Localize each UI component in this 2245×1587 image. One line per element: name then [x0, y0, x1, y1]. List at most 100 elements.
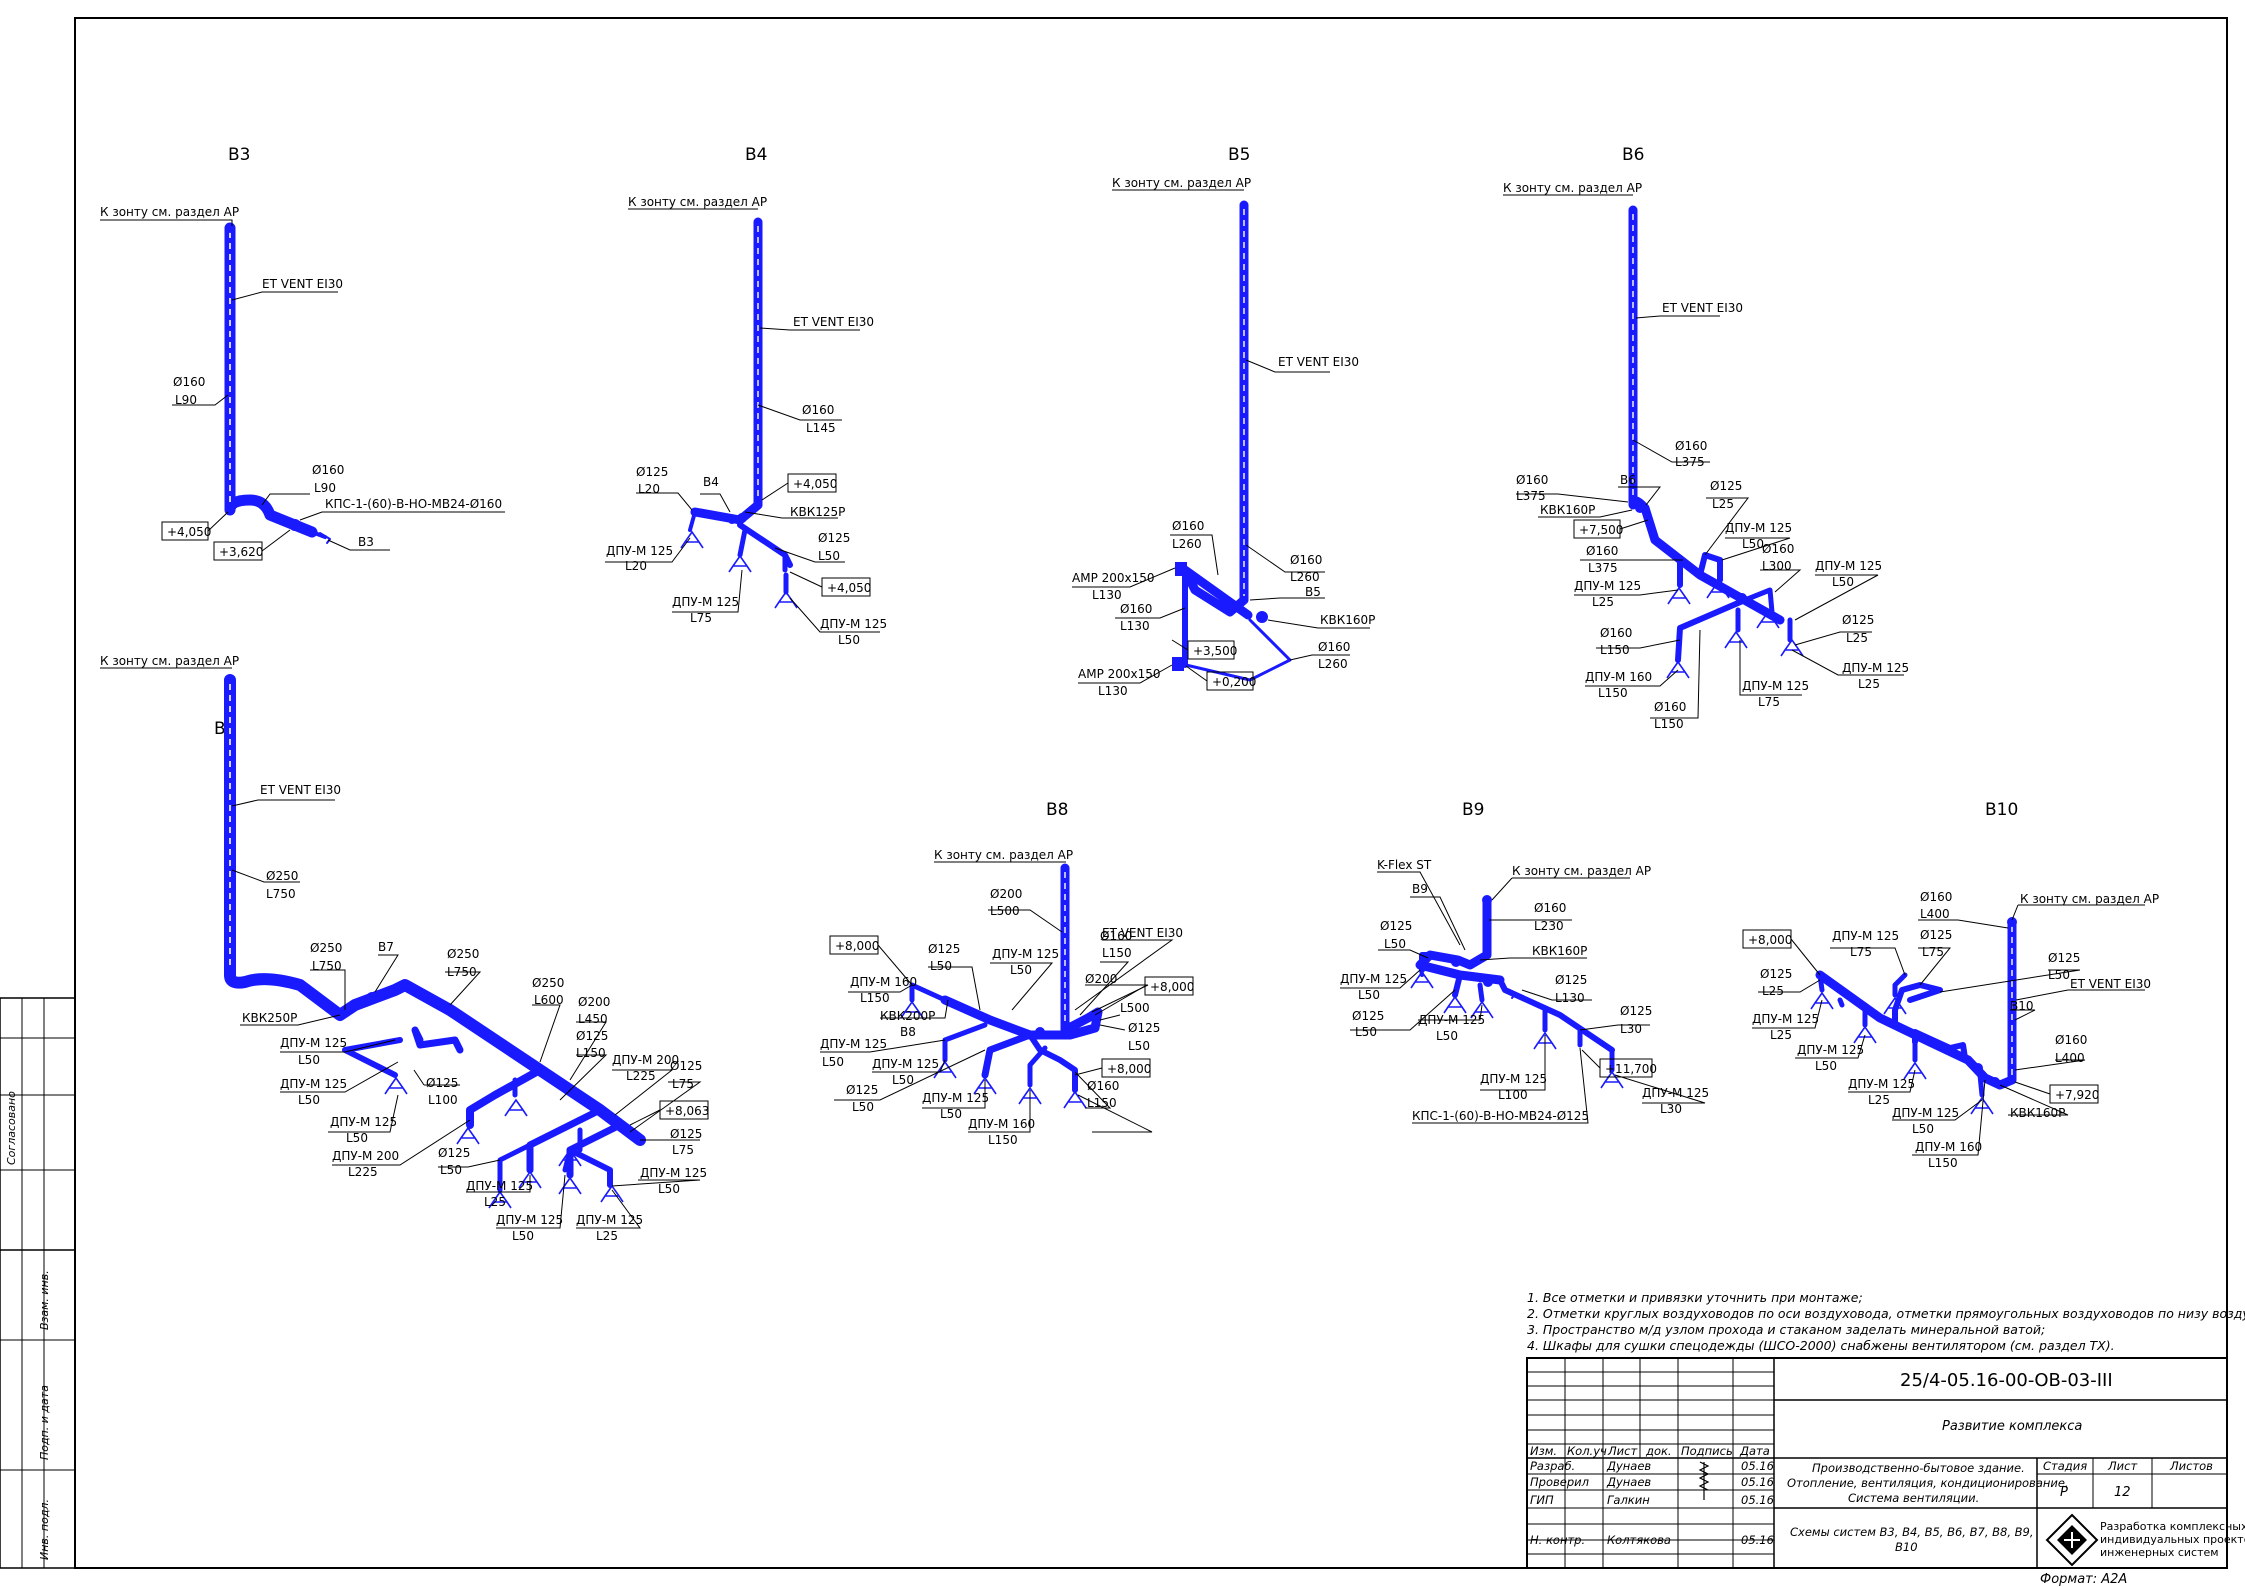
label: ДПУ-М 200 — [612, 1053, 679, 1067]
label: L150 — [1087, 1096, 1117, 1110]
note-1: 1. Все отметки и привязки уточнить при м… — [1527, 1290, 1863, 1305]
label: L75 — [1758, 695, 1780, 709]
label: L50 — [1128, 1039, 1150, 1053]
general-notes: 1. Все отметки и привязки уточнить при м… — [1527, 1290, 2245, 1353]
label: Ø250 — [266, 869, 298, 883]
project-name: Развитие комплекса — [1942, 1419, 2082, 1434]
label: ET VENT EI30 — [793, 315, 874, 329]
duct-b9 — [1410, 895, 1624, 1089]
label: ET VENT EI30 — [262, 277, 343, 291]
label: L300 — [1762, 559, 1792, 573]
stamp-inv-orig: Инв. подл. — [38, 1499, 51, 1560]
date: 05.16 — [1741, 1493, 1774, 1507]
label: В7 — [378, 940, 394, 954]
label: L100 — [428, 1093, 458, 1107]
label: ДПУ-М 125 — [1842, 661, 1909, 675]
label: L75 — [1850, 945, 1872, 959]
duct-b5 — [1172, 200, 1292, 682]
level-mark: +8,063 — [665, 1104, 709, 1118]
label: КВК160Р — [1320, 613, 1375, 627]
label: ДПУ-М 125 — [1725, 521, 1792, 535]
label: ДПУ-М 125 — [1742, 679, 1809, 693]
label: L30 — [1620, 1022, 1642, 1036]
label: L150 — [1654, 717, 1684, 731]
label: L150 — [576, 1046, 606, 1060]
label: Ø160 — [1318, 640, 1350, 654]
org-line-3: инженерных систем — [2100, 1546, 2219, 1559]
label: L25 — [1868, 1093, 1890, 1107]
label: Ø125 — [1380, 919, 1412, 933]
label: ДПУ-М 125 — [606, 544, 673, 558]
label: L90 — [175, 393, 197, 407]
system-b3: В3 К зонту см. раздел АР ET VENT EI30 Ø1… — [100, 145, 505, 561]
label: L150 — [860, 991, 890, 1005]
label: Ø125 — [670, 1059, 702, 1073]
label: ET VENT EI30 — [2070, 977, 2151, 991]
label: Ø160 — [1586, 544, 1618, 558]
format-label: Формат: А2А — [2040, 1572, 2127, 1587]
label: L20 — [625, 559, 647, 573]
label: К зонту см. раздел АР — [2020, 892, 2159, 906]
label: ДПУ-М 125 — [1848, 1077, 1915, 1091]
label: L75 — [672, 1077, 694, 1091]
system-title: В6 — [1622, 145, 1644, 165]
label: ДПУ-М 125 — [466, 1179, 533, 1193]
stage-header: Стадия — [2043, 1459, 2087, 1473]
label: КВК200Р — [880, 1009, 935, 1023]
label: К зонту см. раздел АР — [628, 195, 767, 209]
title-block: 25/4-05.16-00-ОВ-03-III Развитие комплек… — [1526, 1357, 2245, 1587]
label: ДПУ-М 125 — [280, 1036, 347, 1050]
stamp-inv-replace: Взам. инв. — [38, 1270, 51, 1330]
label: ДПУ-М 160 — [850, 975, 917, 989]
label: В4 — [703, 475, 719, 489]
duct-b7 — [224, 674, 646, 1209]
level-mark: +8,000 — [1150, 980, 1194, 994]
label: L50 — [346, 1131, 368, 1145]
label: L25 — [1592, 595, 1614, 609]
label: ДПУ-М 125 — [640, 1166, 707, 1180]
label: ДПУ-М 125 — [576, 1213, 643, 1227]
label: L50 — [1355, 1025, 1377, 1039]
label: КВК160Р — [1540, 503, 1595, 517]
note-4: 4. Шкафы для сушки спецодежды (ШСО-2000)… — [1527, 1338, 2115, 1353]
label: L50 — [1815, 1059, 1837, 1073]
label: L50 — [940, 1107, 962, 1121]
label: L600 — [534, 993, 564, 1007]
label: L25 — [1770, 1028, 1792, 1042]
label: Ø125 — [1128, 1021, 1160, 1035]
label: Ø250 — [310, 941, 342, 955]
label: L150 — [1598, 686, 1628, 700]
sheet-value: 12 — [2114, 1485, 2131, 1500]
level-mark: +8,000 — [1107, 1062, 1151, 1076]
label: Ø160 — [1087, 1079, 1119, 1093]
date: 05.16 — [1741, 1459, 1774, 1473]
sheet-frame — [74, 17, 2228, 1569]
label: ET VENT EI30 — [1102, 926, 1183, 940]
label: ДПУ-М 125 — [820, 1037, 887, 1051]
label: Ø160 — [1675, 439, 1707, 453]
label: ДПУ-М 125 — [820, 617, 887, 631]
label: Ø125 — [636, 465, 668, 479]
label: К зонту см. раздел АР — [1512, 864, 1651, 878]
org-line-1: Разработка комплексных — [2100, 1520, 2245, 1533]
label: L130 — [1092, 588, 1122, 602]
label: ДПУ-М 125 — [872, 1057, 939, 1071]
role: ГИП — [1530, 1493, 1554, 1507]
label: К зонту см. раздел АР — [1112, 176, 1251, 190]
role: Н. контр. — [1530, 1533, 1585, 1547]
person: Галкин — [1607, 1493, 1650, 1507]
label: ДПУ-М 125 — [1832, 929, 1899, 943]
label: L50 — [1912, 1122, 1934, 1136]
label: Ø160 — [802, 403, 834, 417]
label: КПС-1-(60)-В-НО-МВ24-Ø125 — [1412, 1109, 1589, 1123]
label: Ø125 — [818, 531, 850, 545]
label: КВК125Р — [790, 505, 845, 519]
label: ДПУ-М 125 — [1892, 1106, 1959, 1120]
label: L145 — [806, 421, 836, 435]
col-header: Изм. — [1530, 1444, 1557, 1458]
level-mark: +4,050 — [793, 477, 837, 491]
label: L100 — [1498, 1088, 1528, 1102]
label: ДПУ-М 125 — [1642, 1086, 1709, 1100]
label: К зонту см. раздел АР — [100, 205, 239, 219]
building-line-1: Производственно-бытовое здание. — [1812, 1461, 2025, 1475]
